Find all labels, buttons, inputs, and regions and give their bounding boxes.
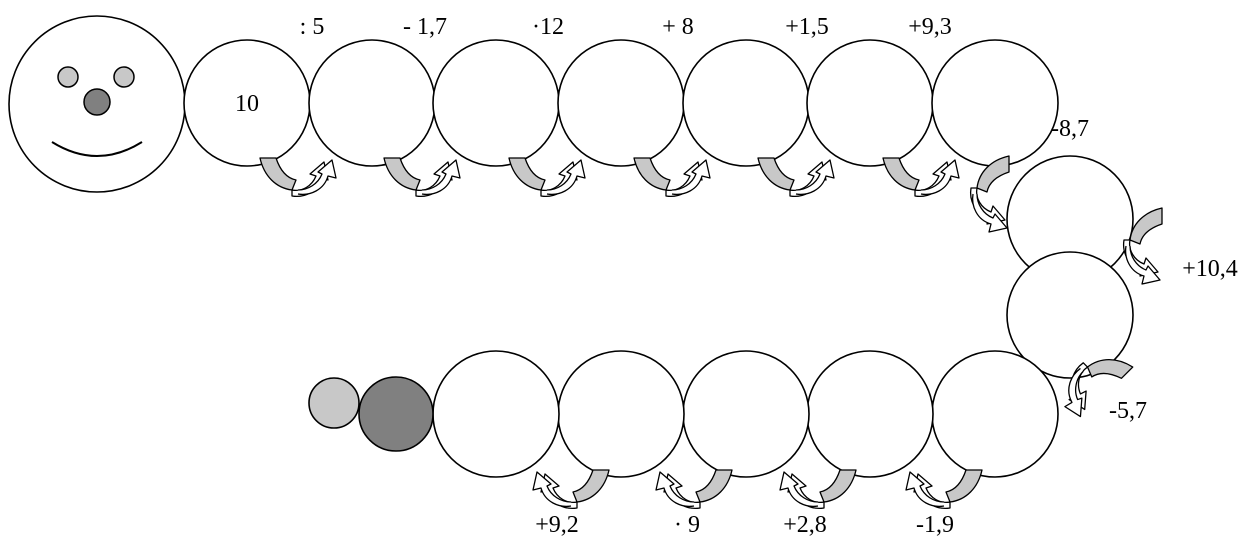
step-arrow-icon <box>969 155 1010 233</box>
segment-top-1 <box>308 39 436 167</box>
caterpillar-head <box>8 15 186 193</box>
op-right-3: -5,7 <box>1109 398 1147 424</box>
step-arrow-icon <box>532 469 610 510</box>
segment-top-4 <box>682 39 810 167</box>
smile-icon <box>51 141 143 157</box>
segment-top-5 <box>806 39 934 167</box>
op-top-3: ·12 <box>532 14 564 40</box>
op-right-1: -8,7 <box>1051 116 1089 142</box>
step-arrow-icon <box>383 157 461 198</box>
op-right-2: +10,4 <box>1182 256 1238 282</box>
op-top-5: +1,5 <box>785 14 829 40</box>
step-arrow-icon <box>882 157 960 198</box>
step-arrow-icon <box>259 157 337 198</box>
op-top-6: +9,3 <box>908 14 952 40</box>
op-top-1: : 5 <box>300 14 325 40</box>
op-bottom-2: +2,8 <box>783 512 827 538</box>
segment-bottom-1 <box>931 350 1059 478</box>
step-arrow-icon <box>779 469 857 510</box>
segment-bottom-3 <box>682 350 810 478</box>
op-bottom-1: -1,9 <box>916 512 954 538</box>
step-arrow-icon <box>905 469 983 510</box>
segment-top-6 <box>931 39 1059 167</box>
segment-top-2 <box>432 39 560 167</box>
segment-bottom-4 <box>557 350 685 478</box>
tail-dark-circle <box>358 376 434 452</box>
step-arrow-icon <box>757 157 835 198</box>
op-top-2: - 1,7 <box>403 14 447 40</box>
step-arrow-icon <box>508 157 586 198</box>
segment-bottom-2 <box>806 350 934 478</box>
op-top-4: + 8 <box>662 14 694 40</box>
right-eye-icon <box>113 66 135 88</box>
segment-bottom-5 <box>432 350 560 478</box>
nose-icon <box>83 88 111 116</box>
op-bottom-4: +9,2 <box>535 512 579 538</box>
tail-light-circle <box>308 377 360 429</box>
step-arrow-icon <box>633 157 711 198</box>
op-bottom-3: · 9 <box>674 512 700 538</box>
left-eye-icon <box>57 66 79 88</box>
start-value: 10 <box>235 91 259 117</box>
step-arrow-icon <box>655 469 733 510</box>
segment-top-3 <box>557 39 685 167</box>
segment-right-2 <box>1006 251 1134 379</box>
